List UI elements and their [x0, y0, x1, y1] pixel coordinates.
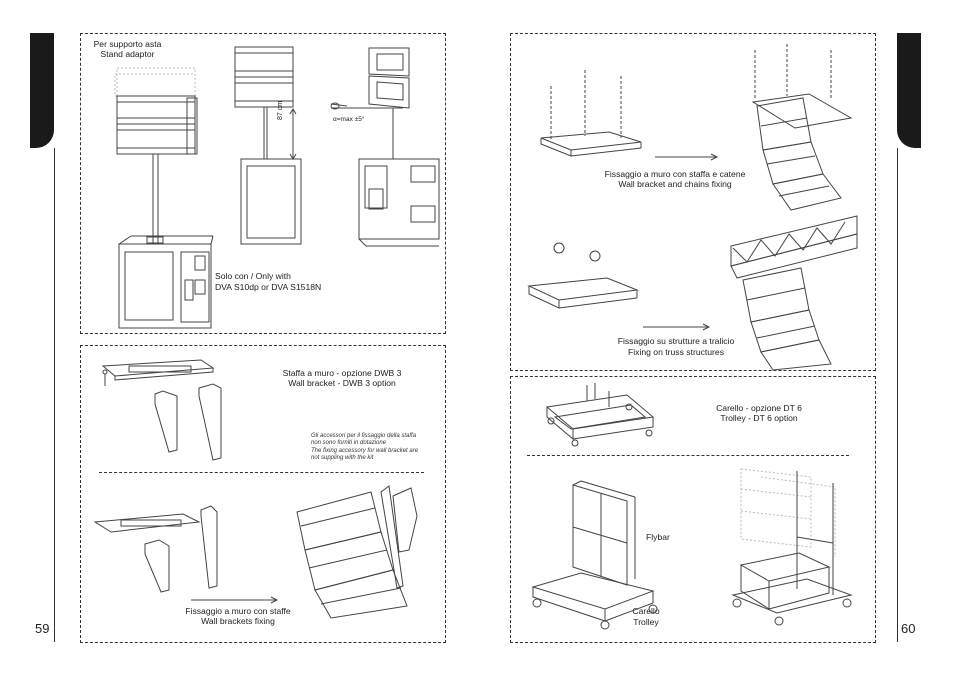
wall-bracket-panel: Staffa a muro - opzione DWB 3 Wall brack… — [80, 345, 446, 643]
left-page-tab — [30, 33, 54, 148]
stand-title-it: Per supporto asta — [93, 39, 162, 49]
stand-requirement-1: Solo con / Only with — [215, 271, 291, 281]
trolley-panel: Carello - opzione DT 6 Trolley - DT 6 op… — [510, 376, 876, 643]
right-margin-line — [897, 148, 898, 642]
wall-bracket-illustration — [81, 346, 447, 644]
stand-dimension-label: 87 cm — [277, 100, 284, 120]
stand-angle-label: α=max ±5° — [333, 116, 365, 123]
trolley-label: Trolley — [633, 617, 659, 627]
wall-bracket-note-1: Gli accessori per il fissaggio della sta… — [311, 433, 417, 439]
chains-caption-it: Fissaggio a muro con staffa e catene — [604, 169, 746, 179]
wall-bracket-note-4: not suppling with the kit — [311, 455, 374, 461]
truss-caption-en: Fixing on truss structures — [628, 347, 724, 357]
wall-bracket-divider — [99, 472, 424, 473]
trolley-title-it: Carello - opzione DT 6 — [716, 403, 802, 413]
left-page-number: 59 — [35, 621, 50, 636]
chains-caption-en: Wall bracket and chains fixing — [618, 179, 732, 189]
trolley-illustration — [511, 377, 877, 644]
wall-bracket-title-en: Wall bracket - DWB 3 option — [288, 378, 396, 388]
wall-bracket-note-3: The fixing accessory for wall bracket ar… — [311, 448, 419, 454]
stand-title-en: Stand adaptor — [100, 49, 155, 59]
wall-bracket-title-it: Staffa a muro - opzione DWB 3 — [282, 368, 402, 378]
chains-truss-illustration — [511, 34, 877, 372]
left-margin-line — [54, 148, 55, 642]
wall-fixing-caption-en: Wall brackets fixing — [201, 616, 275, 626]
trolley-title-en: Trolley - DT 6 option — [720, 413, 798, 423]
stand-adaptor-panel: Per supporto asta Stand adaptor Solo con… — [80, 33, 446, 334]
wall-bracket-note-2: non sono forniti in dotazione — [311, 440, 387, 446]
stand-illustration — [81, 34, 447, 335]
trolley-divider — [527, 455, 849, 456]
chains-truss-panel: Fissaggio a muro con staffa e catene Wal… — [510, 33, 876, 371]
truss-caption-it: Fissaggio su strutture a tralicio — [617, 336, 735, 346]
wall-fixing-caption-it: Fissaggio a muro con staffe — [185, 606, 291, 616]
stand-requirement-2: DVA S10dp or DVA S1518N — [215, 282, 322, 292]
right-page-tab — [897, 33, 921, 148]
flybar-label: Flybar — [646, 532, 670, 542]
carello-label: Carello — [632, 606, 660, 616]
right-page-number: 60 — [901, 621, 916, 636]
